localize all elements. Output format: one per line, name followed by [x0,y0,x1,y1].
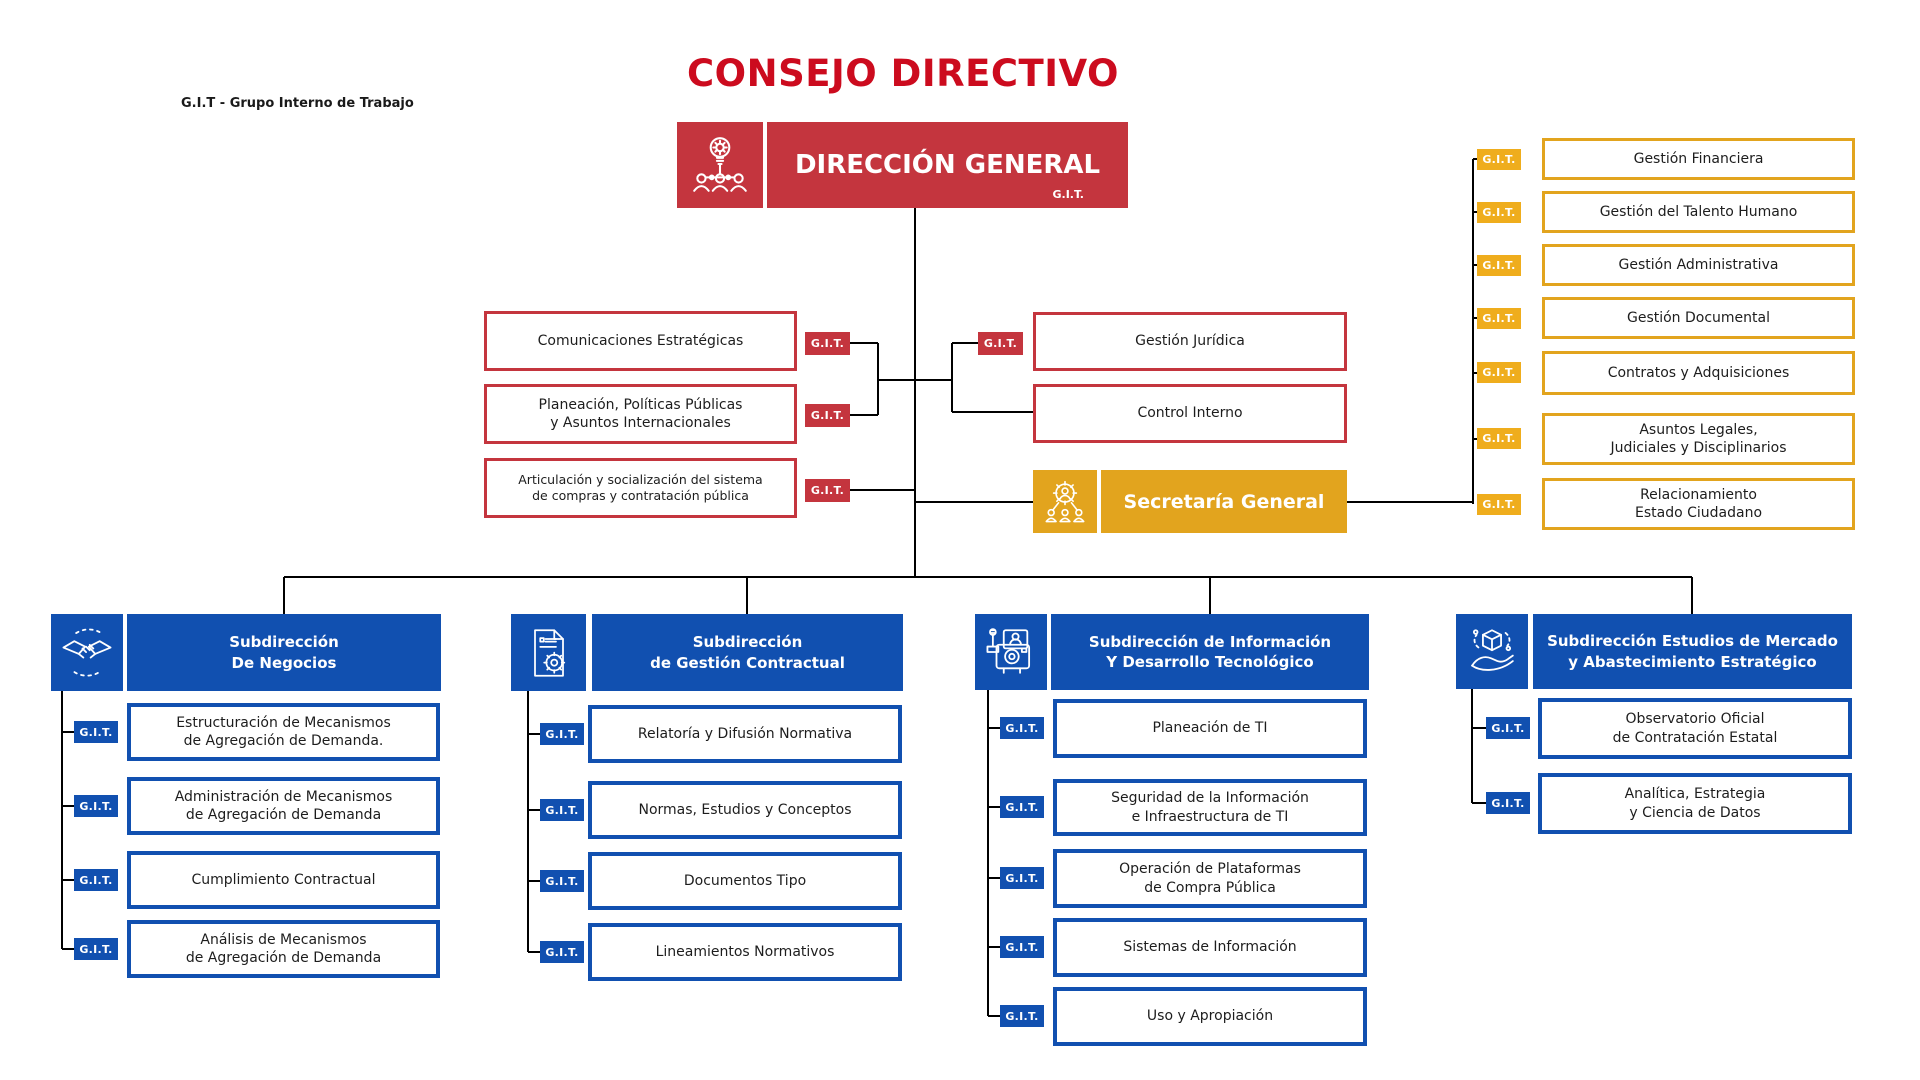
direccion-general-git: G.I.T. [1052,188,1085,201]
unit-box-gestion-administrativa: Gestión Administrativa [1542,244,1855,286]
unit-box-comunicaciones-estrategicas: Comunicaciones Estratégicas [484,311,797,371]
git-legend: G.I.T - Grupo Interno de Trabajo [181,96,414,111]
secretaria-general-icon-box [1033,470,1097,533]
subdireccion-estudios-icon-box [1456,614,1528,689]
subdireccion-negocios-icon-box [51,614,123,691]
subdireccion-estudios-header: Subdirección Estudios de Mercado y Abast… [1533,614,1852,689]
git-tag: G.I.T. [74,795,118,817]
git-tag: G.I.T. [1000,867,1044,889]
unit-box-sistemas-informacion: Sistemas de Información [1053,918,1367,977]
git-tag: G.I.T. [1000,1005,1044,1027]
git-tag: G.I.T. [1000,936,1044,958]
direccion-general-label: DIRECCIÓN GENERAL [794,150,1101,180]
unit-box-uso-apropiacion: Uso y Apropiación [1053,987,1367,1046]
subdireccion-informacion-icon-box [975,614,1047,690]
git-tag: G.I.T. [540,799,584,821]
tech-camera-icon [986,628,1031,674]
unit-box-observatorio-oficial: Observatorio Oficial de Contratación Est… [1538,698,1852,759]
unit-box-gestion-documental: Gestión Documental [1542,297,1855,339]
git-tag: G.I.T. [1486,717,1530,739]
direccion-general-icon-box [677,122,763,208]
unit-box-gestion-financiera: Gestión Financiera [1542,138,1855,180]
document-gear-icon [533,628,565,677]
git-tag: G.I.T. [1477,255,1521,276]
unit-box-estructuracion-mecanismos: Estructuración de Mecanismos de Agregaci… [127,703,440,761]
git-tag: G.I.T. [1486,792,1530,814]
unit-box-planeacion-politicas: Planeación, Políticas Públicas y Asuntos… [484,384,797,444]
unit-box-control-interno: Control Interno [1033,384,1347,443]
unit-box-gestion-juridica: Gestión Jurídica [1033,312,1347,371]
git-tag: G.I.T. [74,869,118,891]
git-tag: G.I.T. [540,723,584,745]
unit-box-asuntos-legales: Asuntos Legales, Judiciales y Disciplina… [1542,413,1855,465]
git-tag: G.I.T. [1477,308,1521,329]
unit-box-normas-estudios: Normas, Estudios y Conceptos [588,781,902,839]
git-tag: G.I.T. [805,332,850,355]
unit-box-contratos-adquisiciones: Contratos y Adquisiciones [1542,351,1855,395]
unit-box-analisis-mecanismos: Análisis de Mecanismos de Agregación de … [127,920,440,978]
git-tag: G.I.T. [1000,796,1044,818]
subdireccion-negocios-header: Subdirección De Negocios [127,614,441,691]
unit-box-lineamientos-normativos: Lineamientos Normativos [588,923,902,981]
git-tag: G.I.T. [805,404,850,427]
subdireccion-informacion-header: Subdirección de Información Y Desarrollo… [1051,614,1369,690]
idea-network-icon [693,137,747,192]
unit-box-documentos-tipo: Documentos Tipo [588,852,902,910]
secretaria-general-box: Secretaría General [1101,470,1347,533]
unit-box-administracion-mecanismos: Administración de Mecanismos de Agregaci… [127,777,440,835]
git-tag: G.I.T. [978,332,1023,355]
unit-box-articulacion-socializacion: Articulación y socialización del sistema… [484,458,797,518]
unit-box-gestion-talento-humano: Gestión del Talento Humano [1542,191,1855,233]
git-tag: G.I.T. [1000,717,1044,739]
unit-box-planeacion-ti: Planeación de TI [1053,699,1367,758]
hand-cube-icon [1471,628,1514,671]
page-title: CONSEJO DIRECTIVO [687,52,1119,95]
person-gear-icon [1045,480,1085,522]
unit-box-relacionamiento-estado: Relacionamiento Estado Ciudadano [1542,478,1855,530]
unit-box-cumplimiento-contractual: Cumplimiento Contractual [127,851,440,909]
git-tag: G.I.T. [1477,362,1521,383]
subdireccion-contractual-header: Subdirección de Gestión Contractual [592,614,903,691]
git-tag: G.I.T. [805,479,850,502]
git-tag: G.I.T. [1477,202,1521,223]
git-tag: G.I.T. [1477,428,1521,449]
git-tag: G.I.T. [74,721,118,743]
subdireccion-contractual-icon-box [511,614,586,691]
unit-box-operacion-plataformas: Operación de Plataformas de Compra Públi… [1053,849,1367,908]
handshake-icon [62,628,112,677]
git-tag: G.I.T. [74,938,118,960]
git-tag: G.I.T. [1477,494,1521,515]
direccion-general-box: DIRECCIÓN GENERAL G.I.T. [767,122,1128,208]
git-tag: G.I.T. [540,870,584,892]
unit-box-analitica-estrategia: Analítica, Estrategia y Ciencia de Datos [1538,773,1852,834]
git-tag: G.I.T. [1477,149,1521,170]
unit-box-relatoria-difusion: Relatoría y Difusión Normativa [588,705,902,763]
git-tag: G.I.T. [540,941,584,963]
unit-box-seguridad-informacion: Seguridad de la Información e Infraestru… [1053,779,1367,836]
